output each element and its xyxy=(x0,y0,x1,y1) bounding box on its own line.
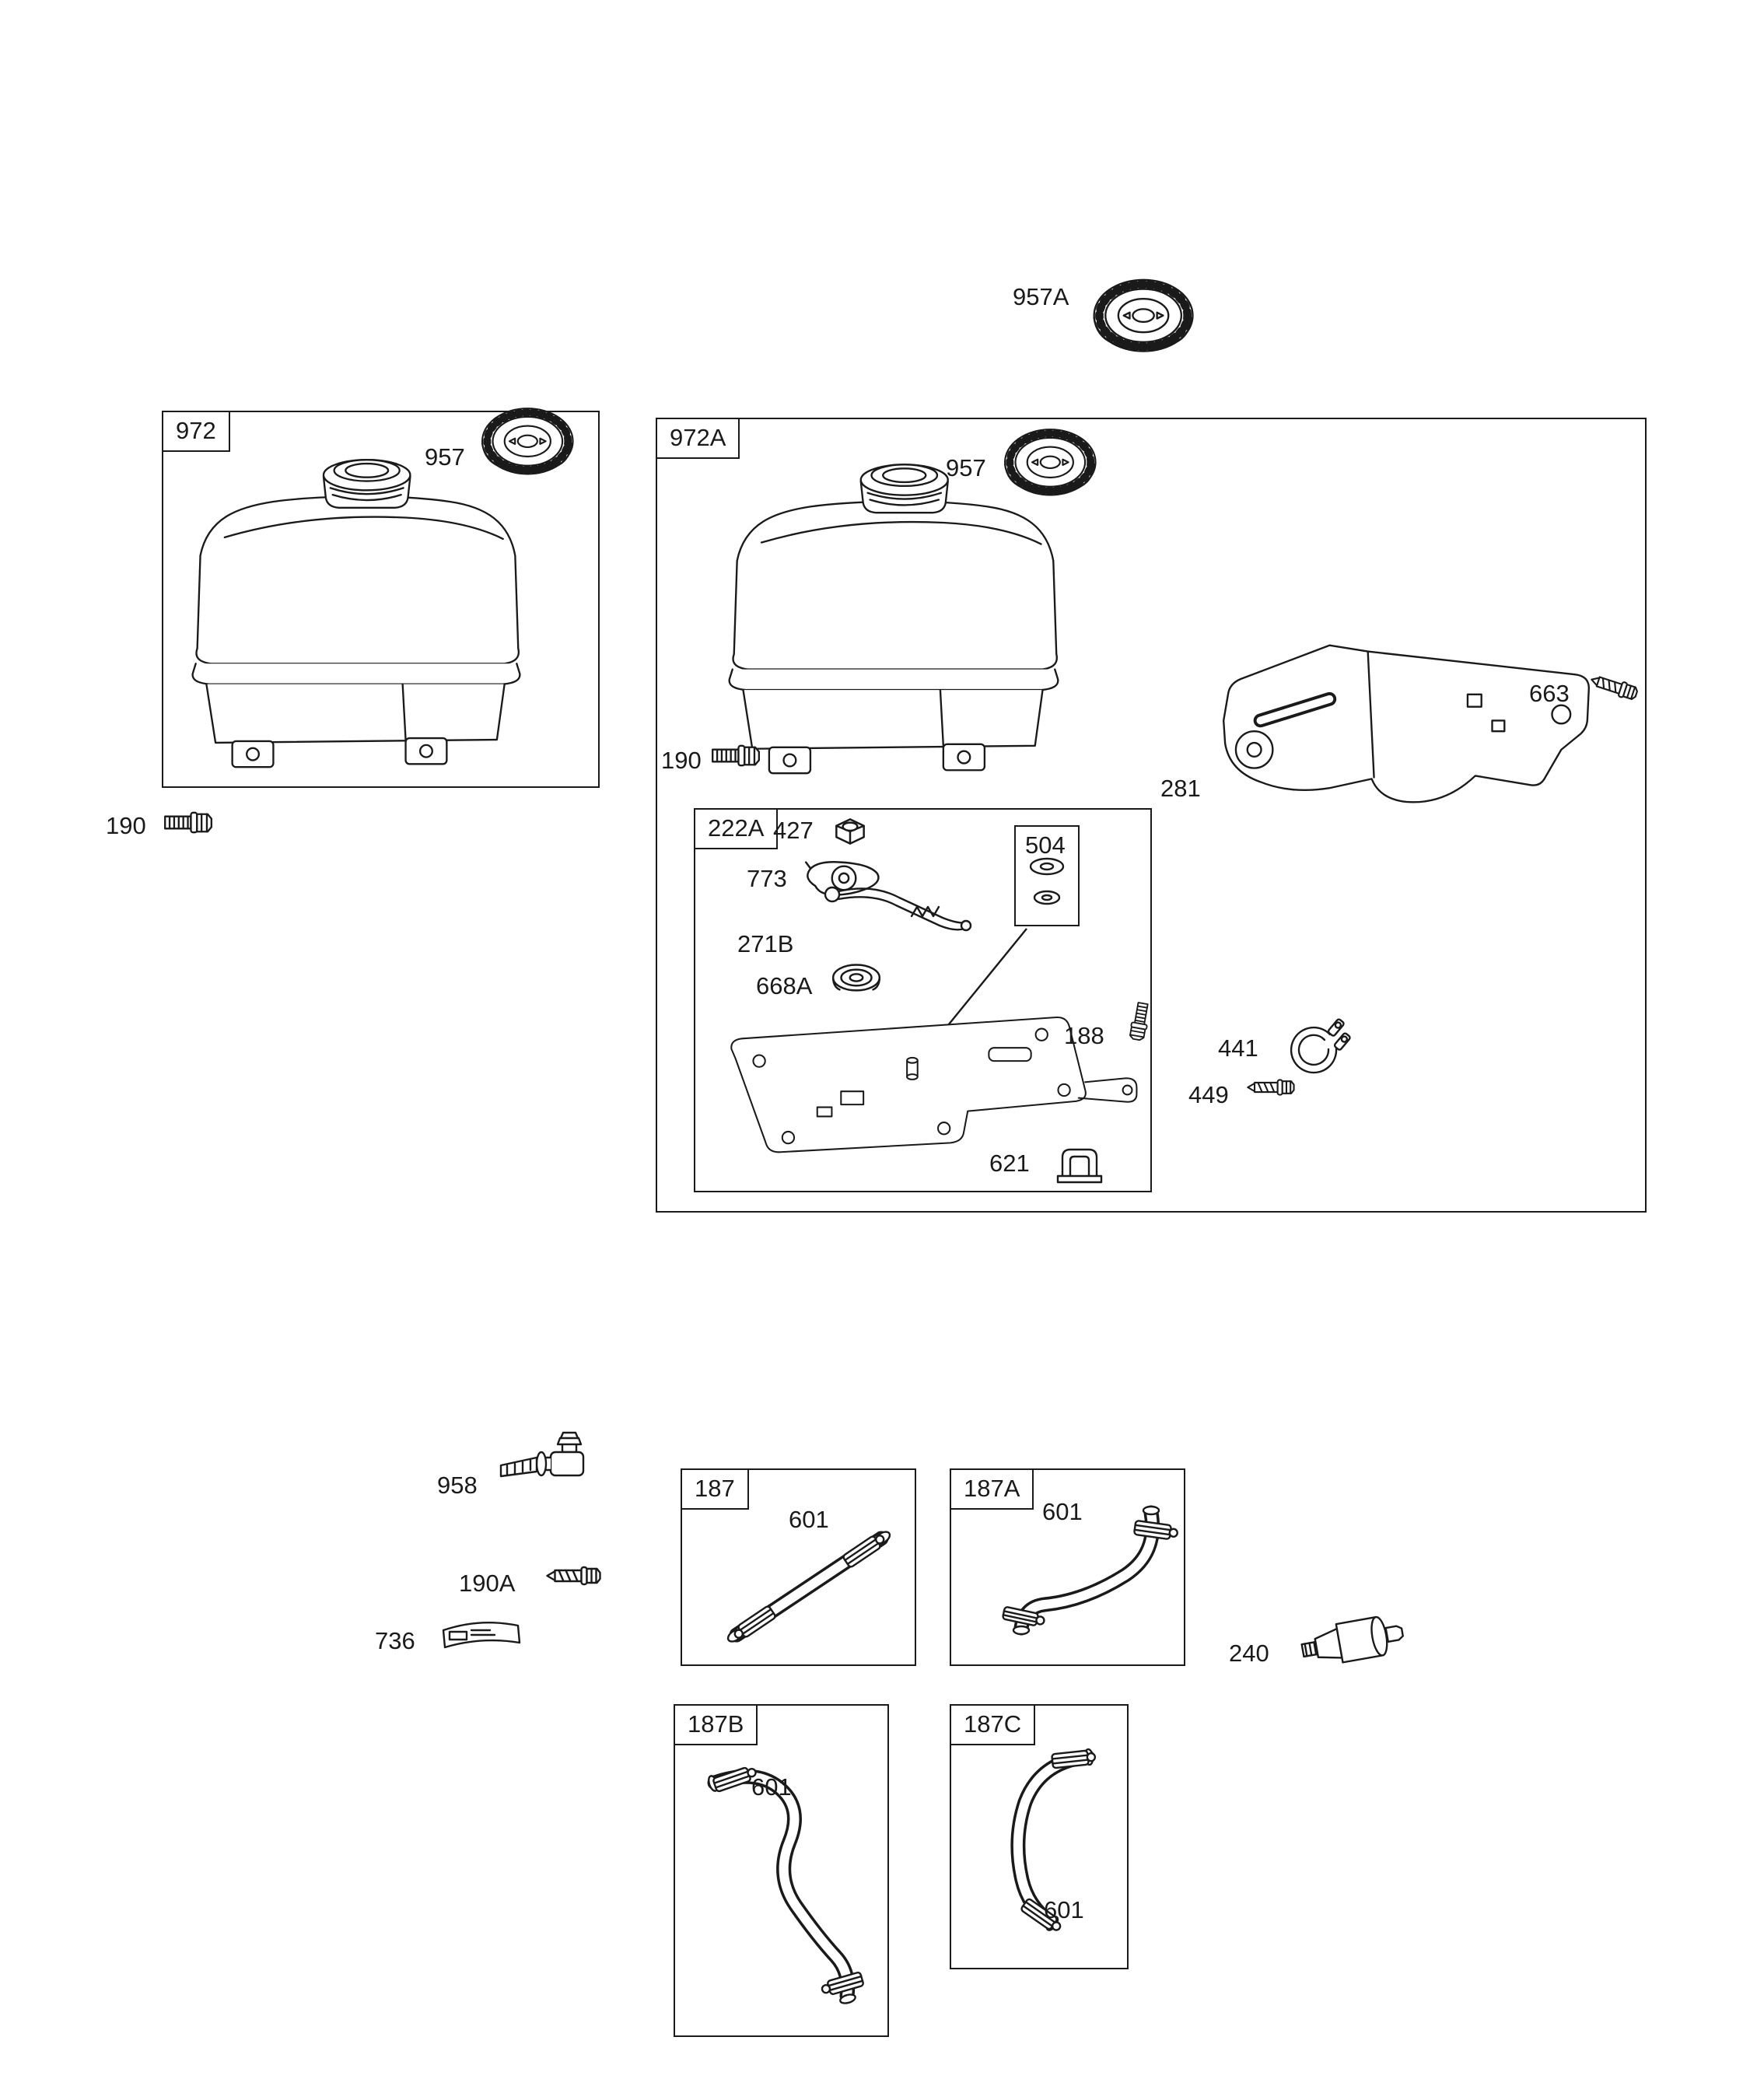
callout-190-972A: 190 xyxy=(661,747,702,774)
callout-663: 663 xyxy=(1529,680,1570,707)
fuel-cap-957A-drawing xyxy=(1087,274,1204,369)
callout-601-187C: 601 xyxy=(1044,1896,1084,1923)
fuel-hose-187B-drawing xyxy=(707,1766,864,2004)
callout-668A: 668A xyxy=(756,972,813,999)
group-box-187A: 187A xyxy=(950,1468,1185,1666)
label-plate-736-drawing xyxy=(437,1613,524,1663)
callout-601-187A: 601 xyxy=(1042,1498,1083,1525)
callout-773: 773 xyxy=(747,865,787,892)
control-bracket-281-drawing xyxy=(1212,628,1601,859)
callout-621: 621 xyxy=(989,1150,1030,1177)
callout-958: 958 xyxy=(437,1472,478,1499)
callout-190A: 190A xyxy=(459,1570,516,1597)
clip-621-drawing xyxy=(1055,1143,1104,1184)
callout-601-187: 601 xyxy=(789,1506,829,1533)
callout-188: 188 xyxy=(1064,1022,1104,1049)
group-label-187C: 187C xyxy=(950,1704,1036,1745)
fuel-valve-958-drawing xyxy=(495,1428,600,1510)
callout-281: 281 xyxy=(1160,775,1201,802)
callout-957-972: 957 xyxy=(425,443,465,471)
callout-240: 240 xyxy=(1229,1640,1269,1667)
callout-957-972A: 957 xyxy=(946,454,986,481)
screw-449-drawing xyxy=(1244,1075,1302,1100)
group-box-187: 187 xyxy=(681,1468,916,1666)
group-label-222A: 222A xyxy=(694,808,779,849)
fuel-hose-187A-drawing xyxy=(1002,1505,1178,1636)
fuel-hose-187-drawing xyxy=(726,1531,891,1643)
callout-736: 736 xyxy=(375,1627,415,1654)
lever-271B-drawing xyxy=(818,877,974,951)
group-label-187: 187 xyxy=(681,1468,749,1510)
nut-427-drawing xyxy=(829,814,871,849)
group-box-187C: 187C xyxy=(950,1704,1129,1969)
group-label-504: 504 xyxy=(1025,831,1066,859)
screw-190A-drawing xyxy=(543,1562,610,1590)
callout-427: 427 xyxy=(773,817,814,844)
hose-clamp-441-drawing xyxy=(1277,1016,1351,1082)
group-label-972A: 972A xyxy=(656,418,740,459)
bolt-190-drawing xyxy=(160,806,218,840)
group-label-187A: 187A xyxy=(950,1468,1034,1510)
bolt-190A-972A-drawing xyxy=(708,739,765,773)
fuel-hose-187C-drawing xyxy=(1010,1748,1097,1931)
callout-441: 441 xyxy=(1218,1034,1258,1062)
group-box-504: 504 xyxy=(1014,825,1080,926)
callout-271B: 271B xyxy=(737,930,794,957)
fuel-tank-972-drawing xyxy=(177,432,535,775)
callout-957A: 957A xyxy=(1013,283,1069,310)
fuel-tank-972A-drawing xyxy=(714,437,1073,781)
grommet-668A-drawing xyxy=(828,958,885,1000)
callout-190-972: 190 xyxy=(106,812,146,839)
callout-601-187B: 601 xyxy=(751,1773,792,1801)
group-box-222A: 222A xyxy=(694,808,1152,1192)
group-label-972: 972 xyxy=(162,411,230,452)
group-box-972A: 972A xyxy=(656,418,1647,1213)
callout-449: 449 xyxy=(1188,1081,1229,1108)
washers-504-drawing xyxy=(1025,852,1069,918)
group-box-972: 972 xyxy=(162,411,600,788)
fuel-filter-240-drawing xyxy=(1290,1592,1422,1689)
group-box-187B: 187B xyxy=(674,1704,889,2037)
group-label-187B: 187B xyxy=(674,1704,758,1745)
